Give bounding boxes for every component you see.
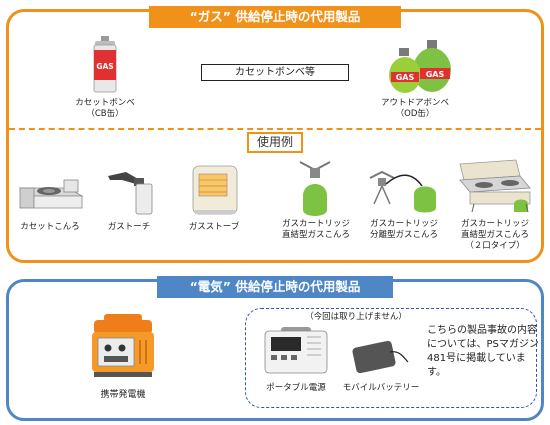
example-label-separated-stove: ガスカートリッジ 分離型ガスこんろ	[369, 219, 438, 240]
mobile-battery-icon	[352, 340, 409, 374]
portable-generator-icon	[92, 314, 154, 377]
example-label-cassette-stove: カセットこんろ	[20, 222, 80, 232]
portable-power-label: ポータブル電源	[266, 383, 326, 393]
generator-label: 携帯発電機	[100, 390, 146, 400]
example-label-gas-heater: ガスストーブ	[188, 222, 240, 232]
gas-section-title: “ガス” 供給停止時の代用製品	[149, 6, 401, 28]
cartridge-mounted-stove-icon	[299, 161, 331, 216]
separated-cartridge-stove-icon	[369, 170, 436, 213]
cassette-bombe-tag: カセットボンベ等	[201, 64, 349, 81]
gas-heater-icon	[192, 165, 238, 215]
two-burner-stove-icon	[459, 159, 531, 213]
ps-magazine-note: こちらの製品事故の内容については、PSマガジン481号に掲載しています。	[427, 325, 539, 378]
gas-torch-icon	[108, 172, 153, 215]
mobile-battery-label: モバイルバッテリー	[342, 383, 420, 393]
cassette-gas-can-illustration: GAS	[93, 36, 117, 93]
example-label-gas-torch: ガストーチ	[107, 222, 151, 232]
example-label-cartridge-mounted-stove: ガスカートリッジ 直結型ガスこんろ	[281, 219, 350, 240]
od-can-print-1: GAS	[396, 73, 415, 82]
cb-can-label: カセットボンベ （CB缶）	[75, 98, 135, 119]
od-can-print-2: GAS	[426, 70, 445, 79]
electric-section-title: “電気” 供給停止時の代用製品	[157, 276, 393, 298]
example-label-two-burner-stove: ガスカートリッジ 直結型ガスこんろ （２口タイプ）	[460, 219, 529, 251]
cb-can-print: GAS	[96, 62, 113, 71]
usage-examples-title: 使用例	[247, 132, 303, 153]
not-covered-products-box	[245, 308, 537, 408]
portable-power-station-icon	[264, 327, 328, 374]
section-divider	[9, 128, 541, 130]
od-can-label: アウトドアボンベ （OD缶）	[380, 98, 449, 119]
not-covered-caption: （今回は取り上げません）	[305, 312, 407, 322]
outdoor-gas-cans-illustration: GAS GAS	[389, 40, 451, 93]
cassette-stove-icon	[18, 179, 84, 209]
